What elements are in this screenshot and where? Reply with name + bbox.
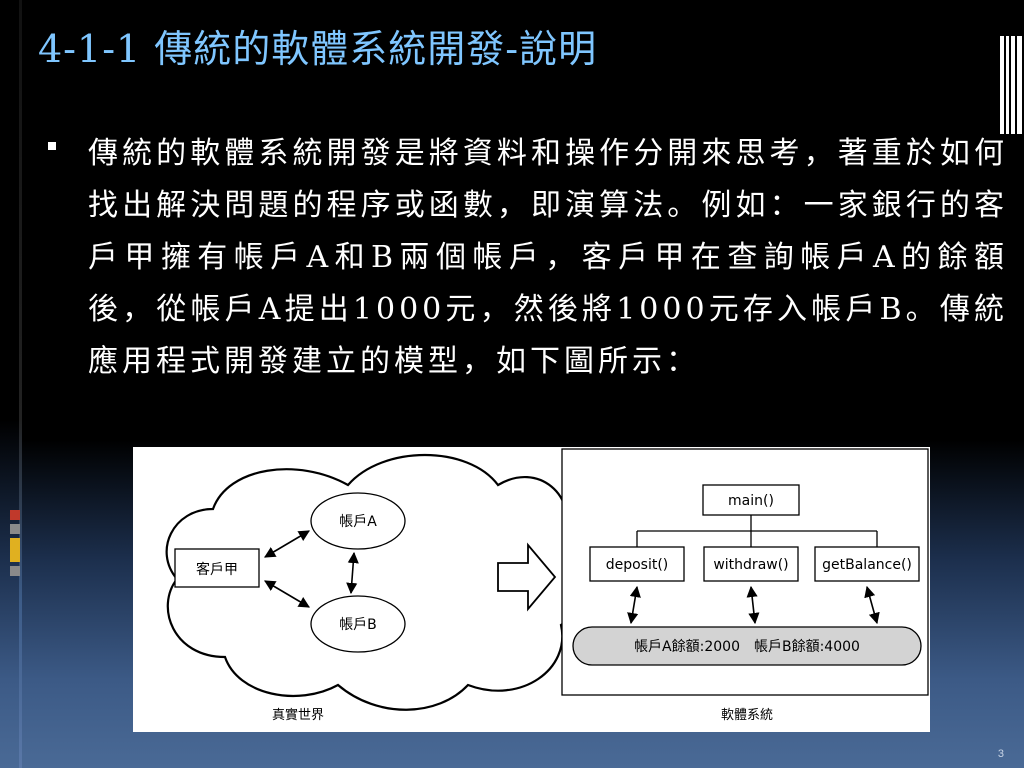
data-store-box [572,626,922,666]
real-world-caption: 真實世界 [272,707,324,723]
left-stripe-gray-2 [10,566,20,576]
bullet-square-icon [48,142,56,150]
transform-arrow [497,542,557,612]
left-stripe-red [10,510,20,520]
deposit-data-arrow [627,585,641,625]
slide-title: 4-1-1 傳統的軟體系統開發-說明 [38,27,598,71]
get-balance-box [814,546,920,582]
customer-label: 客戶甲 [196,561,238,578]
withdraw-label: withdraw() [713,557,788,573]
customer-box [174,548,260,588]
deposit-box [589,546,685,582]
account-a-label: 帳戶A [339,514,377,530]
withdraw-data-arrow [746,585,760,625]
real-world-cloud-shape [165,453,582,711]
title-decoration [1000,36,1022,134]
get-balance-label: getBalance() [822,557,912,573]
data-store-label: 帳戶A餘額:2000 帳戶B餘額:4000 [634,638,860,655]
account-b-node [310,595,406,653]
withdraw-box [703,546,799,582]
account-b-label: 帳戶B [339,617,377,633]
main-box [702,484,800,516]
left-stripe-gray [10,524,20,534]
software-system-caption: 軟體系統 [721,707,773,723]
model-diagram: 客戶甲 帳戶A 帳戶B 真實世界 main() deposit() withdr… [133,447,930,732]
bullet-text: 傳統的軟體系統開發是將資料和操作分開來思考，著重於如何找出解決問題的程序或函數，… [88,136,1008,379]
customer-account-a-arrow [264,530,310,558]
main-label: main() [728,493,774,509]
deposit-label: deposit() [606,557,669,573]
page-number: 3 [997,748,1004,760]
left-stripe-yellow [10,538,20,562]
bullet-item: 傳統的軟體系統開發是將資料和操作分開來思考，著重於如何找出解決問題的程序或函數，… [48,128,1008,388]
left-edge-bar [0,0,22,768]
account-a-node [310,492,406,550]
customer-account-b-arrow [264,580,310,608]
account-a-b-arrow [346,551,359,595]
get-balance-data-arrow [864,585,880,625]
